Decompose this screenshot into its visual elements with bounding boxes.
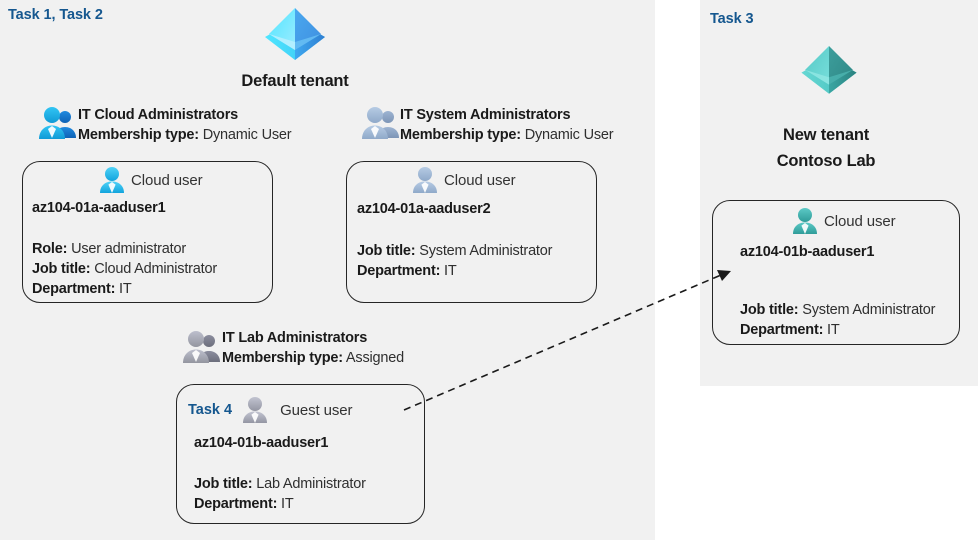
attr-value: IT: [827, 322, 840, 338]
card-attributes-aaduser2-a: Job title: System Administrator Departme…: [357, 241, 552, 281]
group-it-system-administrators: IT System Administrators Membership type…: [400, 105, 614, 145]
group-membership-value: Dynamic User: [202, 127, 292, 143]
attr-value: Lab Administrator: [256, 476, 366, 492]
attr-key: Job title:: [740, 302, 799, 318]
cloud-user-icon: [99, 166, 125, 194]
card-upn-aaduser1-a: az104-01a-aaduser1: [32, 200, 166, 216]
attr-job-title: Job title: Lab Administrator: [194, 474, 366, 494]
group-it-lab-administrators: IT Lab Administrators Membership type: A…: [222, 328, 404, 368]
default-tenant-panel: [0, 0, 655, 540]
group-membership: Membership type: Dynamic User: [400, 125, 614, 145]
attr-job-title: Job title: Cloud Administrator: [32, 259, 217, 279]
card-header-aaduser1-b-cloud: Cloud user: [792, 207, 896, 235]
card-attributes-aaduser1-b-cloud: Job title: System Administrator Departme…: [740, 300, 935, 340]
attr-key: Role:: [32, 241, 68, 257]
cloud-user-icon: [412, 166, 438, 194]
attr-value: IT: [444, 263, 457, 279]
group-membership-key: Membership type:: [78, 127, 199, 143]
attr-value: IT: [281, 496, 294, 512]
task-label-left: Task 1, Task 2: [8, 7, 103, 23]
group-title: IT Cloud Administrators: [78, 107, 239, 123]
user-card-aaduser1-a[interactable]: [22, 161, 273, 303]
group-membership-value: Dynamic User: [524, 127, 614, 143]
card-user-type: Cloud user: [131, 171, 203, 189]
attr-department: Department: IT: [32, 279, 217, 299]
group-membership: Membership type: Assigned: [222, 348, 404, 368]
card-attributes-aaduser1-a: Role: User administrator Job title: Clou…: [32, 239, 217, 299]
card-attributes-aaduser1-b-guest: Job title: Lab Administrator Department:…: [194, 474, 366, 514]
attr-job-title: Job title: System Administrator: [740, 300, 935, 320]
new-tenant-name-line2: Contoso Lab: [776, 152, 876, 170]
group-membership-key: Membership type:: [400, 127, 521, 143]
attr-department: Department: IT: [194, 494, 366, 514]
attr-key: Job title:: [194, 476, 253, 492]
group-membership-value: Assigned: [345, 350, 404, 366]
new-tenant-name-line1: New tenant: [782, 126, 869, 144]
card-upn-aaduser2-a: az104-01a-aaduser2: [357, 201, 491, 217]
attr-key: Department:: [194, 496, 278, 512]
card-user-type: Cloud user: [444, 171, 516, 189]
card-user-type: Guest user: [280, 401, 353, 419]
group-it-cloud-administrators: IT Cloud Administrators Membership type:…: [78, 105, 292, 145]
azure-ad-tenant-icon-new: [795, 38, 863, 100]
user-group-icon-lab-admins: [182, 330, 222, 366]
cloud-user-icon: [792, 207, 818, 235]
user-group-icon-system-admins: [361, 106, 401, 142]
azure-ad-tenant-icon-default: [258, 2, 332, 64]
task-badge-4: Task 4: [188, 402, 233, 418]
attr-department: Department: IT: [740, 320, 935, 340]
user-group-icon-cloud-admins: [38, 106, 78, 142]
card-header-aaduser1-a: Cloud user: [99, 166, 203, 194]
user-card-aaduser1-b-cloud[interactable]: [712, 200, 960, 345]
group-title: IT System Administrators: [400, 107, 571, 123]
task-label-right: Task 3: [710, 11, 754, 27]
card-header-aaduser1-b-guest: Task 4 Guest user: [188, 396, 353, 424]
attr-job-title: Job title: System Administrator: [357, 241, 552, 261]
attr-key: Department:: [740, 322, 824, 338]
group-title: IT Lab Administrators: [222, 330, 368, 346]
attr-value: System Administrator: [802, 302, 936, 318]
group-membership-key: Membership type:: [222, 350, 343, 366]
user-card-aaduser1-b-guest[interactable]: [176, 384, 425, 524]
attr-value: User administrator: [71, 241, 186, 257]
group-membership: Membership type: Dynamic User: [78, 125, 292, 145]
attr-key: Job title:: [32, 261, 91, 277]
attr-key: Job title:: [357, 243, 416, 259]
attr-role: Role: User administrator: [32, 239, 217, 259]
attr-key: Department:: [32, 281, 116, 297]
card-user-type: Cloud user: [824, 212, 896, 230]
guest-user-icon: [242, 396, 268, 424]
card-upn-aaduser1-b-guest: az104-01b-aaduser1: [194, 435, 329, 451]
attr-key: Department:: [357, 263, 441, 279]
attr-department: Department: IT: [357, 261, 552, 281]
default-tenant-name: Default tenant: [241, 72, 349, 90]
card-upn-aaduser1-b-cloud: az104-01b-aaduser1: [740, 244, 875, 260]
attr-value: Cloud Administrator: [94, 261, 217, 277]
card-header-aaduser2-a: Cloud user: [412, 166, 516, 194]
attr-value: System Administrator: [419, 243, 553, 259]
attr-value: IT: [119, 281, 132, 297]
